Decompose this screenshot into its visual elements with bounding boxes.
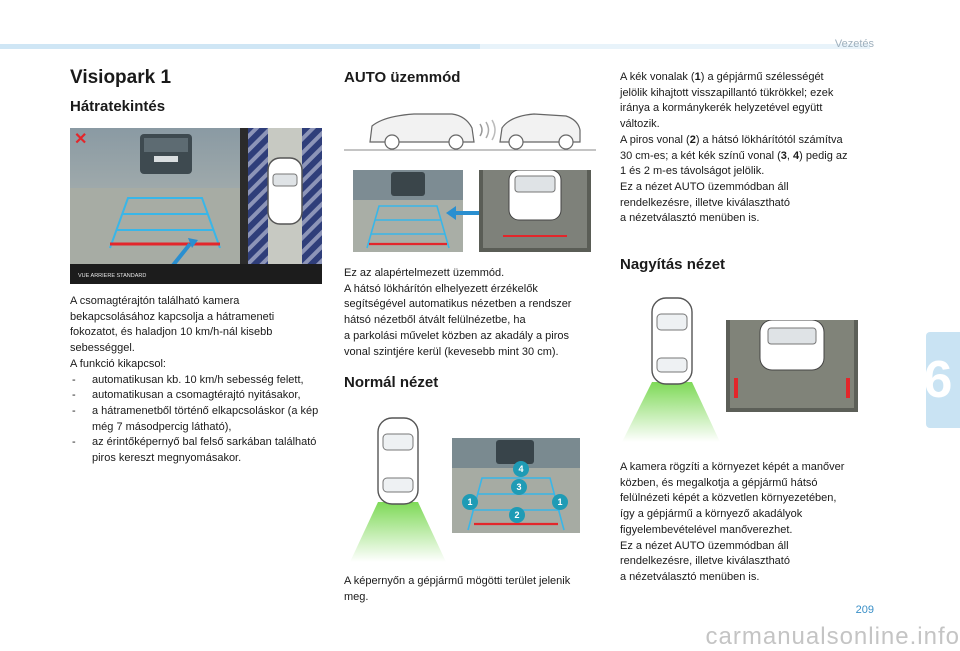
svg-text:✕: ✕ bbox=[74, 131, 87, 148]
page-number: 209 bbox=[855, 604, 874, 616]
text-line: A képernyőn a gépjármű mögötti terület j… bbox=[344, 575, 571, 587]
text-line: így a gépjármű a környező akadályok bbox=[620, 508, 803, 521]
car-top-green-illustration-zoom bbox=[622, 296, 720, 442]
marker-1-left: 1 bbox=[467, 497, 472, 507]
section-title: Vezetés bbox=[834, 38, 874, 50]
zoom-view-image bbox=[726, 320, 858, 412]
chapter-tab bbox=[926, 332, 960, 428]
text-line: 1 és 2 m-es távolságot jelölik. bbox=[620, 165, 765, 178]
section-heading-auto-mode: AUTO üzemmód bbox=[344, 69, 461, 86]
marker-1-right: 1 bbox=[557, 497, 562, 507]
list-item: automatikusan kb. 10 km/h sebesség felet… bbox=[70, 373, 330, 389]
text-line: meg. bbox=[344, 590, 369, 603]
text-line: jelölik kihajtott visszapillantó tükrökk… bbox=[620, 86, 834, 99]
car-sensor-illustration bbox=[344, 102, 596, 154]
text-line: a nézetválasztó menüben is. bbox=[620, 570, 760, 583]
marker-4: 4 bbox=[518, 464, 523, 474]
guide-lines-description: A kék vonalak (1) a gépjármű szélességét… bbox=[620, 70, 886, 227]
zoom-view-description: A kamera rögzíti a környezet képét a man… bbox=[620, 460, 886, 586]
section-heading-zoom-view: Nagyítás nézet bbox=[620, 256, 726, 273]
text-line: rendelkezésre, illetve kiválasztható bbox=[620, 555, 790, 568]
text-line: hátsó nézetből átvált felülnézetbe, ha bbox=[344, 314, 526, 327]
screen-label: VUE ARRIERE STANDARD bbox=[78, 273, 146, 279]
header-rule-light bbox=[480, 44, 870, 49]
deactivation-list: automatikusan kb. 10 km/h sebesség felet… bbox=[70, 373, 330, 467]
normal-view-description: A képernyőn a gépjármű mögötti terület j… bbox=[344, 574, 606, 605]
chapter-number: 6 bbox=[923, 351, 953, 409]
list-item: az érintőképernyő bal felső sarkában tal… bbox=[70, 435, 330, 466]
marker-2: 2 bbox=[514, 510, 519, 520]
section-heading-normal-view: Normál nézet bbox=[344, 374, 439, 391]
text-line: A csomagtérajtón található kamera bbox=[70, 295, 240, 307]
page-title: Visiopark 1 bbox=[70, 67, 172, 88]
text-line: felülnézeti képét a közvetlen környezeté… bbox=[620, 492, 837, 505]
text-line: Ez az alapértelmezett üzemmód. bbox=[344, 267, 505, 279]
header-rule bbox=[0, 44, 480, 49]
text-line: fokozatot, és haladjon 10 km/h-nál kiseb… bbox=[70, 326, 273, 339]
marker-3: 3 bbox=[516, 482, 521, 492]
text-line: vonal szintjére kerül (kevesebb mint 30 … bbox=[344, 345, 559, 358]
auto-top-view-image bbox=[479, 170, 591, 252]
text-line: bekapcsolásához kapcsolja a hátrameneti bbox=[70, 310, 275, 323]
text-line: változik. bbox=[620, 118, 660, 131]
text-line: sebességgel. bbox=[70, 342, 135, 355]
text-line: a nézetválasztó menüben is. bbox=[620, 212, 760, 225]
text-line: segítségével automatikus nézetben a rend… bbox=[344, 298, 572, 311]
watermark: carmanualsonline.info bbox=[705, 623, 960, 650]
auto-rear-view-image bbox=[353, 170, 463, 252]
text-line: figyelembevételével manőverezhet. bbox=[620, 523, 793, 536]
car-top-green-illustration bbox=[350, 414, 446, 562]
text-line: A hátsó lökhárítón elhelyezett érzékelők bbox=[344, 282, 538, 295]
auto-mode-description: Ez az alapértelmezett üzemmód. A hátsó l… bbox=[344, 266, 606, 360]
rear-view-screen-image: ✕ VUE ARRIERE STANDARD bbox=[70, 128, 322, 284]
rear-view-description: A csomagtérajtón található kamera bekapc… bbox=[70, 294, 330, 467]
text-line: 30 cm-es; a két kék színű vonal (3, 4) p… bbox=[620, 149, 848, 162]
text-line: Ez a nézet AUTO üzemmódban áll bbox=[620, 539, 789, 552]
text-line: Ez a nézet AUTO üzemmódban áll bbox=[620, 180, 789, 193]
text-line: A kék vonalak (1) a gépjármű szélességét bbox=[620, 71, 824, 83]
text-line: közben, és megalkotja a gépjármű hátsó bbox=[620, 476, 818, 489]
text-line: a parkolási művelet közben az akadály a … bbox=[344, 329, 570, 342]
list-item: a hátramenetből történő elkapcsoláskor (… bbox=[70, 404, 330, 435]
text-line: A funkció kikapcsol: bbox=[70, 357, 166, 370]
list-item: automatikusan a csomagtérajtó nyitásakor… bbox=[70, 388, 330, 404]
text-line: A piros vonal (2) a hátsó lökhárítótól s… bbox=[620, 133, 843, 146]
text-line: rendelkezésre, illetve kiválasztható bbox=[620, 196, 790, 209]
text-line: A kamera rögzíti a környezet képét a man… bbox=[620, 461, 845, 473]
text-line: iránya a kormánykerék helyzetével együtt bbox=[620, 102, 823, 115]
normal-view-image: 4 3 1 1 2 bbox=[452, 438, 580, 533]
section-heading-rear-view: Hátratekintés bbox=[70, 98, 166, 115]
